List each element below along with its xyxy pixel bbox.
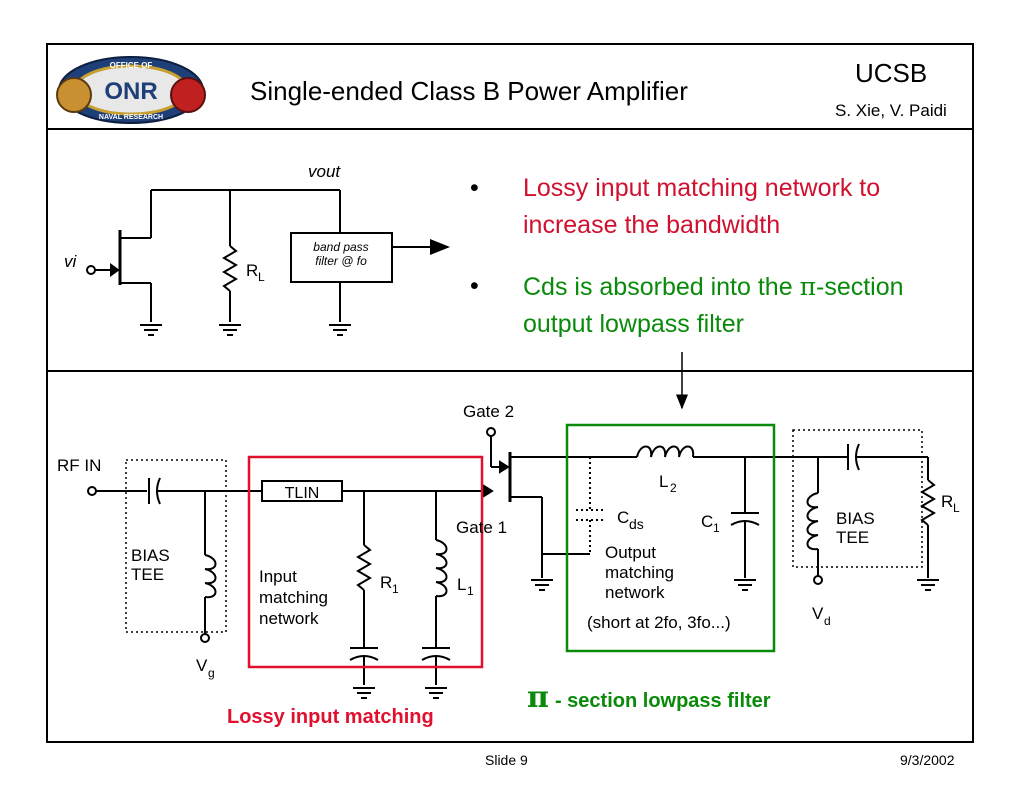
ground-symbol bbox=[139, 324, 163, 336]
rf-in-label: RF IN bbox=[57, 456, 101, 475]
rl-label: R bbox=[246, 261, 258, 280]
bottom-circuit bbox=[87, 427, 936, 685]
gate1-label: Gate 1 bbox=[456, 518, 507, 537]
vg-label: V bbox=[196, 656, 208, 675]
ground-symbol bbox=[352, 687, 376, 699]
l1-label: L bbox=[457, 575, 466, 594]
vg-subscript: g bbox=[208, 666, 215, 680]
r1-label: R bbox=[380, 573, 392, 592]
ground-symbol bbox=[733, 579, 757, 591]
rl-subscript: L bbox=[258, 270, 265, 284]
bullet-item: • Lossy input matching network to increa… bbox=[470, 170, 965, 244]
bullet-item: • Cds is absorbed into the π-section out… bbox=[470, 268, 965, 343]
l2-subscript: 2 bbox=[670, 481, 677, 495]
logo-bottom-text: NAVAL RESEARCH bbox=[99, 114, 163, 121]
logo-mid-text: ONR bbox=[104, 78, 157, 105]
output-net-label-1: Output bbox=[605, 543, 656, 562]
org-name: UCSB bbox=[855, 58, 928, 88]
rl-out-label: R bbox=[941, 492, 953, 511]
tlin-label: TLIN bbox=[285, 485, 320, 502]
bias-tee-label-2: TEE bbox=[131, 565, 164, 584]
bullet-dot: • bbox=[470, 174, 479, 202]
lossy-matching-label: Lossy input matching bbox=[227, 706, 434, 728]
ground-symbol bbox=[218, 324, 242, 336]
pi-section-label: π- section lowpass filter bbox=[527, 680, 771, 715]
output-net-label-2: matching bbox=[605, 563, 674, 582]
l1-subscript: 1 bbox=[467, 584, 474, 598]
filter-label-1: band pass bbox=[313, 240, 368, 254]
vi-label: vi bbox=[64, 252, 78, 271]
slide-number: Slide 9 bbox=[485, 752, 528, 768]
bias-tee2-label-1: BIAS bbox=[836, 509, 875, 528]
vout-label: vout bbox=[308, 162, 341, 181]
pi-symbol: π bbox=[799, 272, 816, 301]
short-note: (short at 2fo, 3fo...) bbox=[587, 613, 731, 632]
filter-label-2: filter @ fo bbox=[315, 254, 367, 268]
vd-subscript: d bbox=[824, 614, 831, 628]
input-net-label-2: matching bbox=[259, 588, 328, 607]
pi-symbol: π bbox=[527, 680, 549, 715]
bias-tee-box-input bbox=[125, 459, 227, 633]
cds-subscript: ds bbox=[629, 516, 644, 532]
bias-tee-box-output bbox=[792, 429, 923, 568]
slide-date: 9/3/2002 bbox=[900, 752, 955, 768]
header-divider bbox=[46, 128, 974, 130]
bullet-text: Lossy input matching network to increase… bbox=[523, 174, 881, 239]
ground-symbol bbox=[328, 324, 352, 336]
bullet-dot: • bbox=[470, 272, 479, 300]
rl-out-subscript: L bbox=[953, 501, 960, 515]
c1-subscript: 1 bbox=[713, 521, 720, 535]
slide-frame bbox=[46, 43, 974, 743]
vd-label: V bbox=[812, 604, 824, 623]
ground-symbol bbox=[530, 579, 554, 591]
ground-symbol bbox=[424, 687, 448, 699]
lossy-matching-box bbox=[247, 455, 484, 669]
bias-tee2-label-2: TEE bbox=[836, 528, 869, 547]
top-circuit bbox=[86, 189, 450, 322]
onr-logo: OFFICE OF ONR NAVAL RESEARCH bbox=[56, 56, 206, 124]
input-net-label-1: Input bbox=[259, 567, 297, 586]
section-divider bbox=[46, 370, 974, 372]
output-net-label-3: network bbox=[605, 583, 665, 602]
ground-symbol bbox=[916, 579, 940, 591]
bullet-text-before: Cds is absorbed into the bbox=[523, 273, 800, 301]
pi-filter-box bbox=[565, 423, 776, 653]
gate2-label: Gate 2 bbox=[463, 402, 514, 421]
authors: S. Xie, V. Paidi bbox=[835, 101, 947, 120]
logo-top-text: OFFICE OF bbox=[110, 61, 153, 70]
bullet-text-after: -section output lowpass filter bbox=[523, 273, 904, 338]
cds-label: C bbox=[617, 508, 629, 527]
r1-subscript: 1 bbox=[392, 582, 399, 596]
l2-label: L bbox=[659, 472, 668, 491]
input-net-label-3: network bbox=[259, 609, 319, 628]
pi-section-text: - section lowpass filter bbox=[554, 690, 771, 712]
bias-tee-label-1: BIAS bbox=[131, 546, 170, 565]
bullet-list: • Lossy input matching network to increa… bbox=[470, 170, 965, 367]
c1-label: C bbox=[701, 512, 713, 531]
slide-title: Single-ended Class B Power Amplifier bbox=[250, 76, 688, 106]
